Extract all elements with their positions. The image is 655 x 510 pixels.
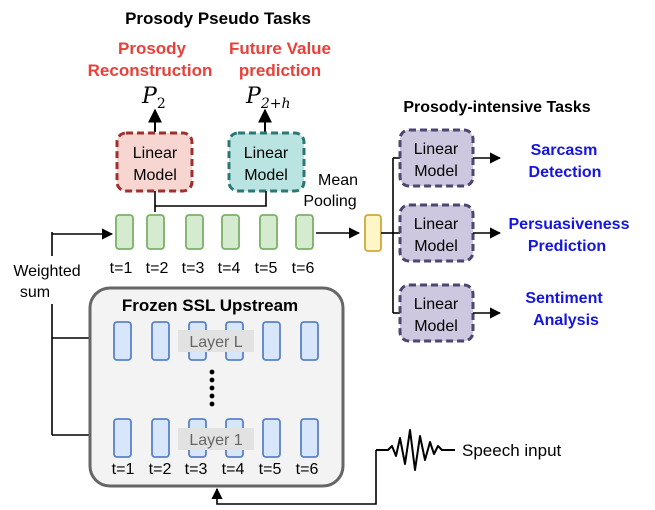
p2-symbol: P2 bbox=[141, 84, 166, 112]
timestep-label: t=1 bbox=[112, 461, 135, 478]
layer-cell bbox=[113, 321, 132, 361]
model-label-line1: Linear bbox=[414, 141, 459, 158]
layer-cell bbox=[151, 418, 170, 458]
reconstruction-label: Prosody Reconstruction bbox=[88, 39, 213, 80]
reconstruction-label-line1: Prosody bbox=[118, 39, 187, 58]
feature-cell bbox=[115, 214, 134, 250]
p2h-base: P bbox=[245, 84, 262, 109]
task-label-line2: Detection bbox=[529, 164, 602, 181]
timestep-label: t=6 bbox=[292, 260, 315, 277]
reconstruction-label-line2: Reconstruction bbox=[88, 61, 213, 80]
intensive-tasks-title: Prosody-intensive Tasks bbox=[403, 99, 590, 116]
task-sarcasm: Sarcasm Detection bbox=[529, 142, 602, 181]
timestep-label: t=2 bbox=[146, 260, 169, 277]
p2h-sub: 2+h bbox=[260, 96, 291, 112]
layer-cell bbox=[113, 418, 132, 458]
task-sentiment: Sentiment Analysis bbox=[525, 290, 603, 329]
model-label-line2: Model bbox=[414, 318, 458, 335]
feature-cell bbox=[259, 214, 278, 250]
layer-cell bbox=[151, 321, 170, 361]
timestep-label: t=2 bbox=[149, 461, 172, 478]
p2-base: P bbox=[141, 84, 158, 109]
pooled-vector bbox=[364, 214, 382, 252]
model-label-line1: Linear bbox=[414, 216, 459, 233]
frozen-ssl-upstream: Frozen SSL Upstream Layer L bbox=[88, 286, 345, 488]
layer-l-label: Layer L bbox=[189, 334, 242, 351]
layer-cell bbox=[300, 321, 319, 361]
future-linear-model: Linear Model bbox=[227, 131, 306, 193]
model-label-line2: Model bbox=[414, 238, 458, 255]
task-label-line2: Analysis bbox=[533, 312, 599, 329]
task-label-line1: Sarcasm bbox=[531, 142, 598, 159]
layer-1-badge bbox=[178, 428, 254, 450]
timestep-label: t=5 bbox=[259, 461, 282, 478]
timestep-label: t=3 bbox=[182, 260, 205, 277]
sentiment-linear-model: Linear Model bbox=[398, 283, 475, 343]
future-label-line2: prediction bbox=[239, 61, 321, 80]
timestep-label: t=6 bbox=[296, 461, 319, 478]
layer-l-badge bbox=[178, 330, 254, 352]
persuasiveness-linear-model: Linear Model bbox=[398, 203, 475, 263]
feature-cell bbox=[146, 214, 165, 250]
task-label-line1: Persuasiveness bbox=[509, 216, 630, 233]
timestep-label: t=4 bbox=[218, 260, 241, 277]
weighted-features bbox=[115, 214, 314, 250]
p2h-symbol: P2+h bbox=[245, 84, 290, 112]
connector-t2-t4 bbox=[154, 191, 267, 212]
timestep-label: t=4 bbox=[222, 461, 245, 478]
waveform-icon bbox=[376, 429, 455, 471]
feature-cell bbox=[221, 214, 240, 250]
speech-input-label: Speech input bbox=[462, 441, 562, 460]
feature-cell bbox=[185, 214, 204, 250]
pseudo-tasks-title: Prosody Pseudo Tasks bbox=[125, 9, 311, 28]
model-label-line2: Model bbox=[414, 163, 458, 180]
reconstruction-linear-model: Linear Model bbox=[115, 131, 194, 193]
layer-cell bbox=[262, 418, 281, 458]
weighted-sum-line1: Weighted bbox=[13, 263, 80, 280]
layer-cell bbox=[300, 418, 319, 458]
model-label-line1: Linear bbox=[133, 145, 178, 162]
layers-ellipsis bbox=[209, 369, 215, 407]
model-label-line2: Model bbox=[133, 167, 177, 184]
timestep-label: t=5 bbox=[255, 260, 278, 277]
feature-cell bbox=[295, 214, 314, 250]
timestep-label: t=3 bbox=[185, 461, 208, 478]
timestep-label: t=1 bbox=[110, 260, 133, 277]
p2-sub: 2 bbox=[157, 96, 166, 112]
task-label-line1: Sentiment bbox=[525, 290, 603, 307]
weighted-sum-line2: sum bbox=[20, 284, 50, 301]
sarcasm-linear-model: Linear Model bbox=[398, 128, 475, 188]
model-label-line1: Linear bbox=[414, 296, 459, 313]
task-label-line2: Prediction bbox=[528, 238, 606, 255]
future-label-line1: Future Value bbox=[229, 39, 331, 58]
bottom-timestep-labels: t=1 t=2 t=3 t=4 t=5 t=6 bbox=[112, 461, 319, 478]
model-label-line2: Model bbox=[244, 167, 288, 184]
layer-cell bbox=[262, 321, 281, 361]
upstream-title: Frozen SSL Upstream bbox=[122, 296, 298, 315]
task-persuasiveness: Persuasiveness Prediction bbox=[509, 216, 630, 255]
mean-pooling-line1: Mean bbox=[318, 172, 358, 189]
layer-1-label: Layer 1 bbox=[189, 432, 242, 449]
top-timestep-labels: t=1 t=2 t=3 t=4 t=5 t=6 bbox=[110, 260, 315, 277]
model-label-line1: Linear bbox=[244, 145, 289, 162]
mean-pooling-line2: Pooling bbox=[303, 193, 356, 210]
future-value-label: Future Value prediction bbox=[229, 39, 331, 80]
